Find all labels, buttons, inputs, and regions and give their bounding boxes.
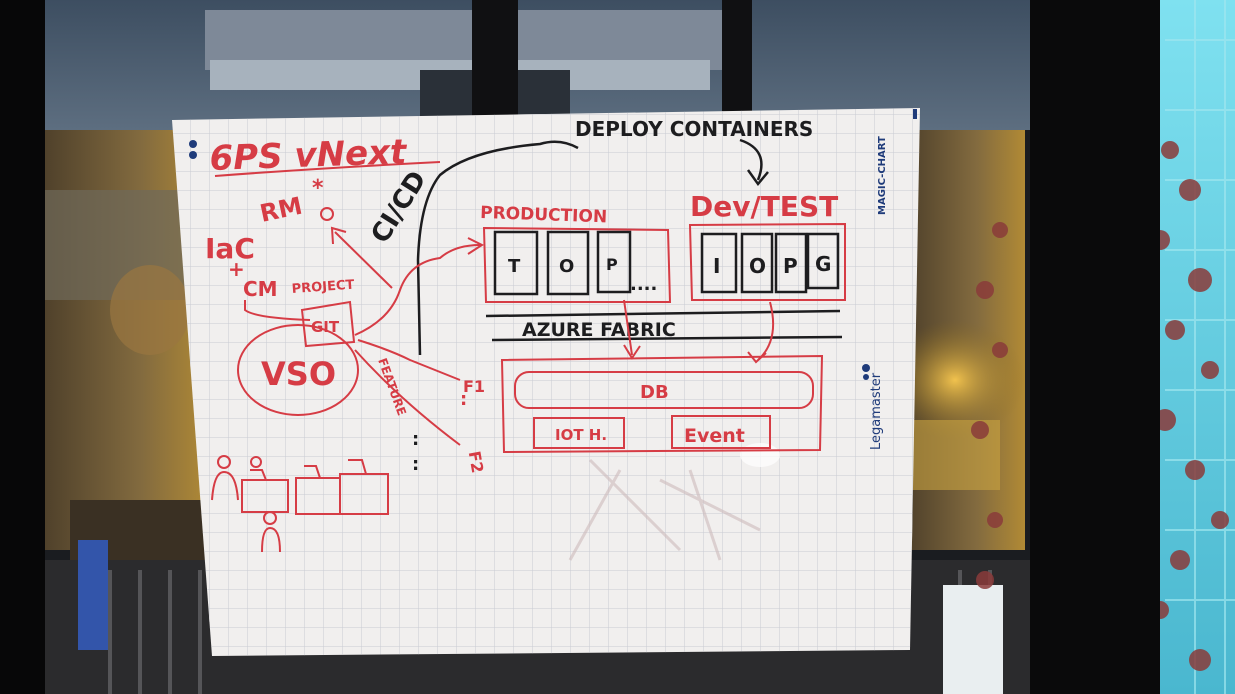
legamaster-logo: Legamaster xyxy=(862,364,884,450)
vso-to-f2-line xyxy=(354,349,461,446)
vso-to-production-arrowhead xyxy=(467,237,485,255)
production-label: PRODUCTION xyxy=(480,203,608,227)
legamaster-brand: Legamaster xyxy=(869,372,884,450)
title-underline xyxy=(214,161,441,177)
services-box xyxy=(500,354,824,454)
git-box xyxy=(300,300,356,348)
prod-container-1 xyxy=(493,230,539,296)
iot-hub-box xyxy=(533,417,625,449)
azure-fabric-label: AZURE FABRIC xyxy=(522,319,676,341)
vso-to-production-line xyxy=(354,244,481,336)
dev-container-3 xyxy=(774,232,808,294)
devtest-box xyxy=(688,222,846,301)
f-dots: : xyxy=(460,389,467,410)
prod-container-3-label: P xyxy=(606,255,618,274)
paper-grid xyxy=(172,108,920,656)
cm-to-git-line xyxy=(244,300,311,321)
team-people-sketch xyxy=(211,455,389,553)
rm-at-sign xyxy=(320,207,334,221)
event-box xyxy=(671,415,771,449)
branch-dots-2: : xyxy=(412,454,419,475)
dev-container-4 xyxy=(806,232,840,290)
event-label: Event xyxy=(684,425,745,447)
rm-arrowhead xyxy=(330,226,347,245)
prod-container-2-label: O xyxy=(559,256,574,277)
vso-label: VSO xyxy=(261,355,336,393)
deploy-arrow-line xyxy=(416,140,579,356)
window-frame-middle xyxy=(1030,0,1160,694)
rm-arrow xyxy=(334,231,393,289)
deploy-containers-label: DEPLOY CONTAINERS xyxy=(575,117,813,141)
prod-ellipsis: .... xyxy=(630,274,657,295)
devtest-label: Dev/TEST xyxy=(690,190,838,223)
dev-container-3-label: P xyxy=(783,254,798,278)
iac-label: IaC xyxy=(205,232,255,265)
deploy-arrowhead xyxy=(746,169,769,187)
f1-label: F1 xyxy=(463,377,485,396)
window-mullion-2 xyxy=(722,0,752,118)
branch-dots: : xyxy=(412,429,419,450)
prod-container-1-label: T xyxy=(508,256,521,277)
db-label: DB xyxy=(640,382,669,403)
production-containers: T O P .... xyxy=(493,230,657,296)
board-title: 6PS vNext xyxy=(209,132,409,179)
window-frame-left xyxy=(0,0,45,694)
vso-circle xyxy=(237,324,359,416)
cm-label: CM xyxy=(243,277,278,301)
dev-container-1-label: I xyxy=(713,254,720,278)
azure-line-bottom xyxy=(491,335,843,342)
rm-star: * xyxy=(312,176,324,201)
vso-to-f1-line xyxy=(357,339,461,381)
project-label: PROJECT xyxy=(291,278,355,297)
deploy-arrow-curve xyxy=(739,138,763,181)
production-box xyxy=(482,226,672,303)
plus-sign: + xyxy=(228,257,245,281)
db-box xyxy=(514,371,814,409)
devtest-containers: I O P G xyxy=(700,232,840,294)
git-label: GIT xyxy=(311,318,340,336)
prod-to-db-arrow xyxy=(623,299,633,356)
dev-container-2-label: O xyxy=(749,254,766,278)
corner-mark xyxy=(913,109,917,119)
window-mullion xyxy=(472,0,518,118)
paper-corner-logo xyxy=(189,140,197,159)
iot-hub-label: IOT H. xyxy=(555,426,607,444)
azure-line-top xyxy=(485,309,841,318)
dev-container-1 xyxy=(700,232,738,294)
dev-container-2 xyxy=(740,232,774,294)
prod-container-3 xyxy=(596,230,632,294)
f2-label: F2 xyxy=(465,450,488,475)
prod-container-2 xyxy=(546,230,590,296)
magic-chart-brand: MAGIC-CHART xyxy=(877,136,888,215)
dev-container-4-label: G xyxy=(815,252,831,276)
